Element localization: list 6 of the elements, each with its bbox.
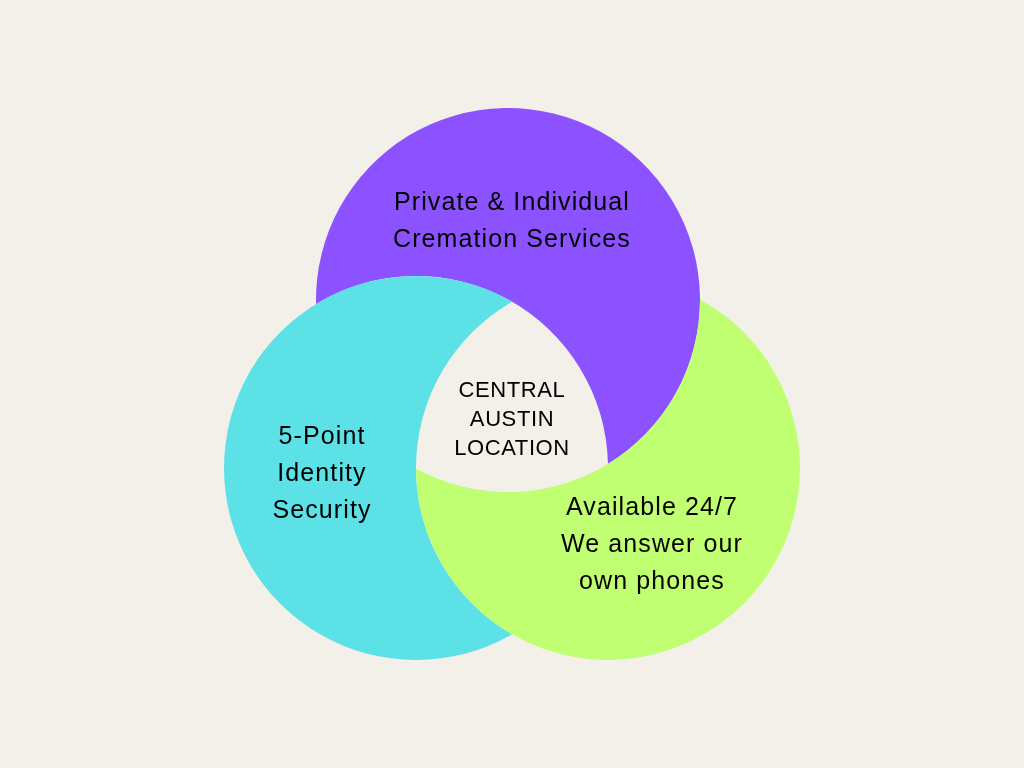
venn-region	[416, 299, 800, 660]
center-label: CENTRAL AUSTIN LOCATION	[427, 375, 597, 462]
region-label: 5-Point Identity Security	[271, 420, 373, 525]
region-label: We answer our own phones	[560, 528, 744, 596]
region-label: Available 24/7	[565, 491, 739, 522]
region-label: Private & Individual Cremation Services	[392, 186, 632, 254]
